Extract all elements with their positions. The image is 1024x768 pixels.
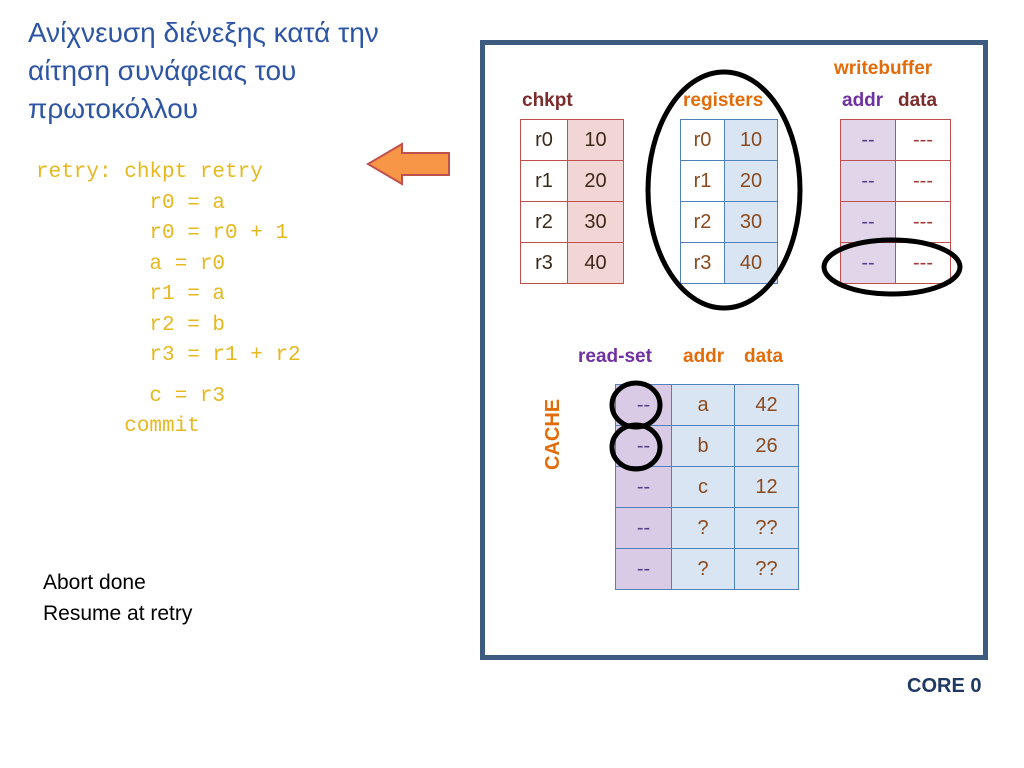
cache-data: ?? — [734, 507, 799, 549]
readset-bit: -- — [615, 507, 672, 549]
code-line: r1 = a — [36, 283, 226, 306]
wb-addr: -- — [840, 242, 896, 284]
readset-bit: -- — [615, 466, 672, 508]
cache-data: 26 — [734, 425, 799, 467]
readset-bit: -- — [615, 384, 672, 426]
wb-data: --- — [895, 201, 951, 243]
chkpt-value: 20 — [567, 160, 624, 202]
code-blank-line — [36, 372, 301, 382]
readset-label: read-set — [578, 346, 652, 367]
abort-line: Abort done — [43, 571, 146, 594]
chkpt-reg: r1 — [520, 160, 568, 202]
chkpt-value: 40 — [567, 242, 624, 284]
cache-addr: ? — [671, 507, 735, 549]
wb-addr: -- — [840, 160, 896, 202]
wb-data: --- — [895, 160, 951, 202]
table-row: ----- — [840, 160, 951, 202]
register-value: 20 — [724, 160, 778, 202]
cache-addr: c — [671, 466, 735, 508]
code-listing: retry: chkpt retry r0 = a r0 = r0 + 1 a … — [36, 158, 301, 443]
abort-status: Abort done Resume at retry — [43, 567, 192, 629]
register-value: 10 — [724, 119, 778, 161]
register-value: 40 — [724, 242, 778, 284]
table-row: ----- — [840, 242, 951, 284]
title-line: Ανίχνευση διένεξης κατά την — [28, 17, 379, 48]
writebuffer-label: writebuffer — [834, 58, 933, 79]
table-row: --??? — [615, 548, 799, 590]
cache-addr: a — [671, 384, 735, 426]
wb-data: --- — [895, 119, 951, 161]
registers-label: registers — [683, 90, 764, 111]
register-name: r0 — [680, 119, 725, 161]
code-line: c = r3 — [36, 384, 226, 408]
cache-addr: b — [671, 425, 735, 467]
cache-data: 42 — [734, 384, 799, 426]
code-line: r0 = a — [36, 191, 226, 215]
chkpt-value: 30 — [567, 201, 624, 243]
cache-addr-label: addr — [683, 346, 725, 367]
left-arrow-icon — [366, 142, 450, 186]
register-name: r2 — [680, 201, 725, 243]
cache-addr: ? — [671, 548, 735, 590]
chkpt-reg: r0 — [520, 119, 568, 161]
title-line: αίτηση συνάφειας του — [28, 55, 297, 86]
cache-data: 12 — [734, 466, 799, 508]
chkpt-value: 10 — [567, 119, 624, 161]
writebuffer-addr-label: addr — [842, 90, 884, 111]
wb-data: --- — [895, 242, 951, 284]
writebuffer-table: ----- ----- ----- ----- — [840, 119, 951, 284]
code-line: r2 = b — [36, 313, 226, 337]
cache-data-label: data — [744, 346, 784, 367]
chkpt-reg: r3 — [520, 242, 568, 284]
cache-label: CACHE — [542, 398, 564, 470]
code-line: r3 = r1 + r2 — [36, 344, 301, 367]
register-name: r1 — [680, 160, 725, 202]
writebuffer-data-label: data — [898, 90, 938, 111]
chkpt-label: chkpt — [522, 90, 573, 111]
core-label: CORE 0 — [907, 675, 982, 697]
readset-bit: -- — [615, 425, 672, 467]
register-value: 30 — [724, 201, 778, 243]
cache-data: ?? — [734, 548, 799, 590]
slide-title: Ανίχνευση διένεξης κατά την αίτηση συνάφ… — [28, 14, 468, 128]
title-line: πρωτοκόλλου — [28, 93, 199, 124]
register-name: r3 — [680, 242, 725, 284]
table-row: --??? — [615, 507, 799, 549]
chkpt-reg: r2 — [520, 201, 568, 243]
wb-addr: -- — [840, 119, 896, 161]
wb-addr: -- — [840, 201, 896, 243]
code-line: a = r0 — [36, 252, 226, 276]
code-line: r0 = r0 + 1 — [36, 222, 289, 245]
code-line: commit — [36, 415, 200, 438]
readset-bit: -- — [615, 548, 672, 590]
table-row: ----- — [840, 201, 951, 243]
table-row: ----- — [840, 119, 951, 161]
resume-line: Resume at retry — [43, 602, 193, 625]
code-line: retry: chkpt retry — [36, 161, 263, 184]
core-frame — [480, 40, 988, 660]
